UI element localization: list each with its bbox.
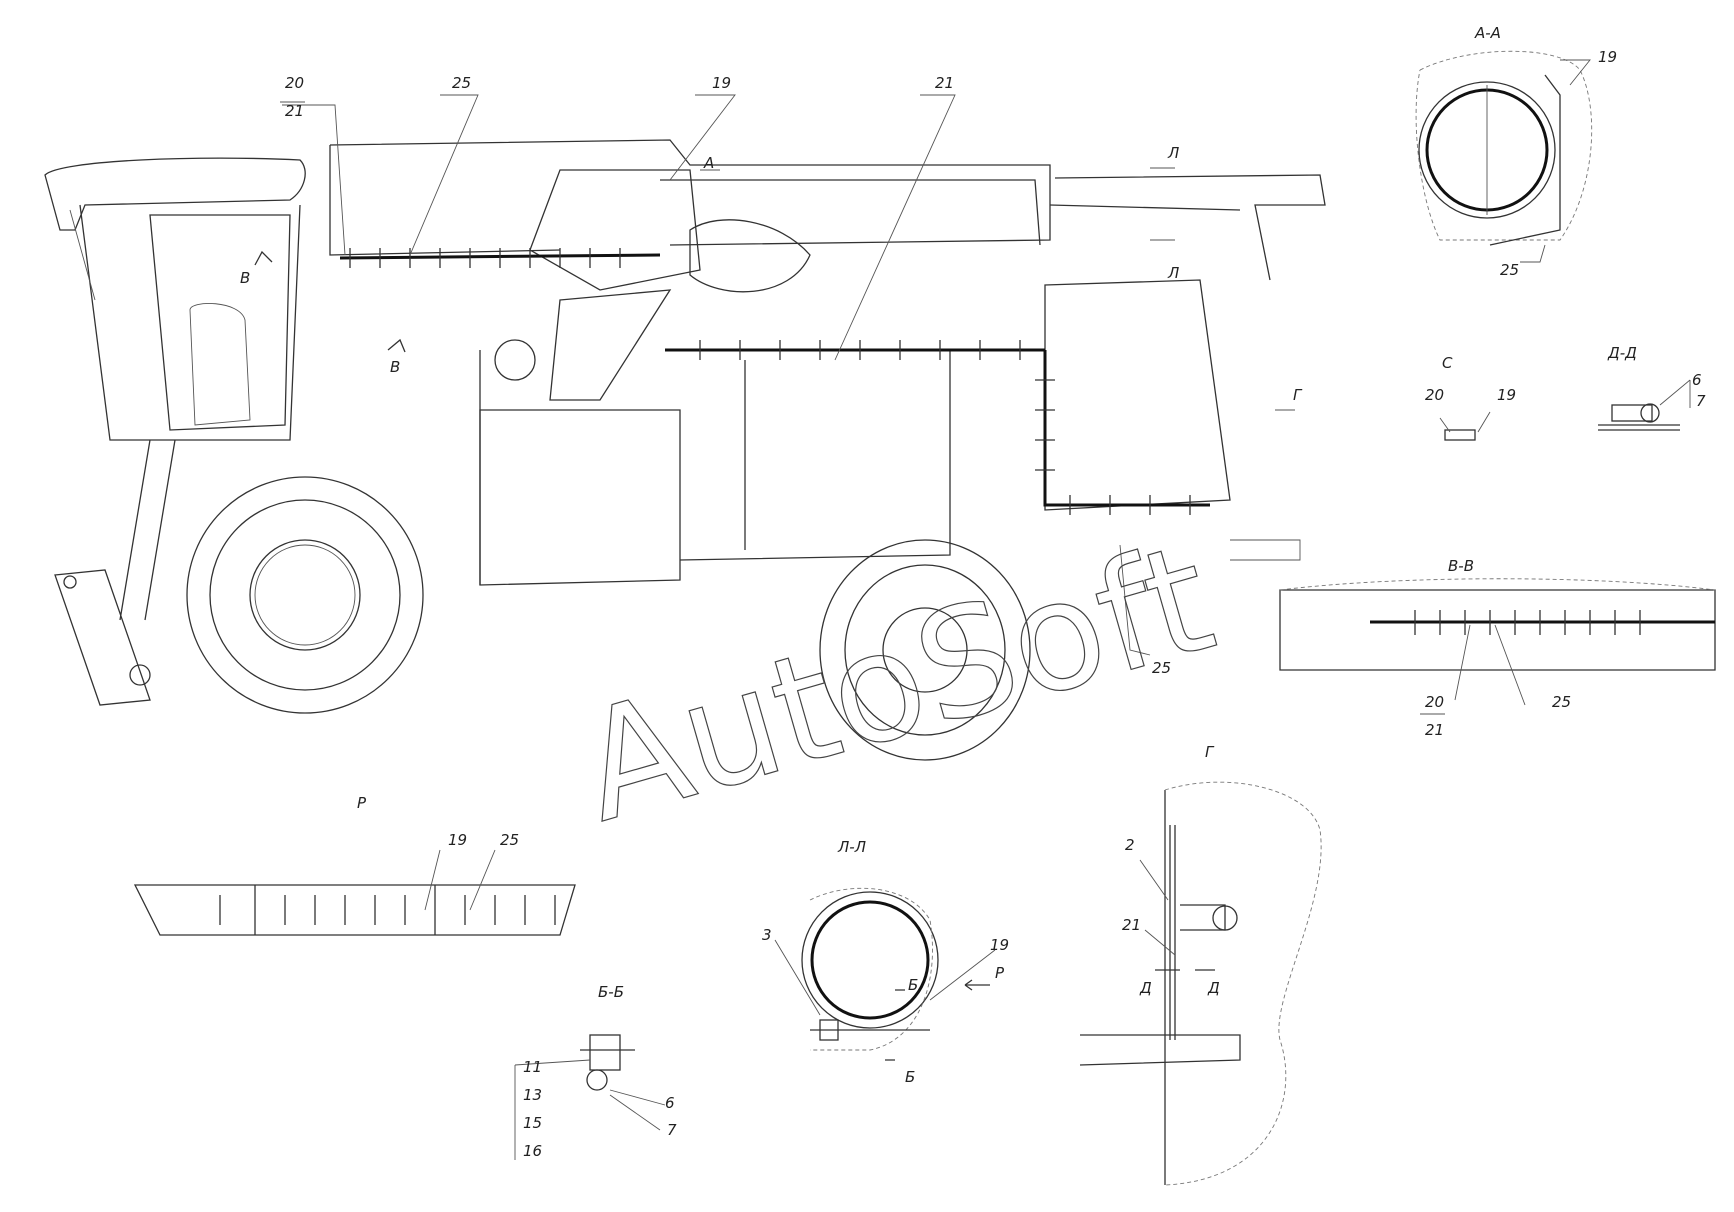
watermark-autosoft: AutoSoft	[563, 511, 1230, 856]
callout-main-20: 20	[285, 74, 304, 92]
section-mark-l-top: Л	[1167, 144, 1179, 162]
view-g-drawing	[1079, 781, 1322, 1186]
callout-vv-25: 25	[1552, 693, 1571, 711]
view-dd-drawing	[1598, 379, 1691, 431]
callout-dd-7: 7	[1696, 392, 1706, 410]
view-p-drawing	[133, 849, 576, 936]
callout-g-2: 2	[1125, 836, 1135, 854]
view-title-dd: Д-Д	[1607, 344, 1637, 362]
callout-vv-20: 20	[1425, 693, 1444, 711]
callout-main-25: 25	[452, 74, 471, 92]
harness-ties	[349, 248, 1191, 515]
combine-side-view	[44, 94, 1326, 761]
callout-main-19: 19	[712, 74, 731, 92]
view-ll-drawing	[774, 887, 996, 1061]
view-aa-drawing	[1415, 50, 1593, 263]
section-mark-a: А	[703, 154, 714, 172]
section-mark-l-bottom: Л	[1167, 264, 1179, 282]
callout-dd-6: 6	[1692, 371, 1702, 389]
callout-c-19: 19	[1497, 386, 1516, 404]
view-vv-drawing	[1279, 578, 1716, 706]
callout-vv-21: 21	[1425, 721, 1444, 739]
callout-bb-7: 7	[667, 1121, 677, 1139]
callout-g-21: 21	[1122, 916, 1141, 934]
view-bb-drawing	[514, 1034, 666, 1160]
callout-main-21: 21	[285, 102, 304, 120]
section-mark-d-left: Д	[1139, 979, 1152, 997]
view-title-ll: Л-Л	[837, 838, 866, 856]
view-title-g: Г	[1205, 743, 1215, 761]
callout-bb-6: 6	[665, 1094, 675, 1112]
section-mark-g: Г	[1293, 386, 1303, 404]
callout-bb-11: 11	[523, 1058, 542, 1076]
section-mark-d-right: Д	[1207, 979, 1220, 997]
callout-aa-25: 25	[1500, 261, 1519, 279]
callout-main-25b: 25	[1152, 659, 1171, 677]
callout-p-25: 25	[500, 831, 519, 849]
view-title-c: С	[1442, 354, 1453, 372]
rear-wheel	[819, 539, 1031, 761]
callout-bb-15: 15	[523, 1114, 542, 1132]
section-mark-p: Р	[995, 964, 1005, 982]
callout-p-19: 19	[448, 831, 467, 849]
section-mark-b-bottom: Б	[905, 1068, 915, 1086]
view-c-drawing	[1439, 411, 1491, 441]
callout-ll-19: 19	[990, 936, 1009, 954]
callout-bb-16: 16	[523, 1142, 542, 1160]
front-wheel	[186, 476, 424, 714]
section-mark-v: В	[240, 269, 250, 287]
callout-ll-3: 3	[762, 926, 772, 944]
callout-bb-13: 13	[523, 1086, 542, 1104]
callout-c-20: 20	[1425, 386, 1444, 404]
view-title-vv: В-В	[1448, 557, 1474, 575]
callout-aa-19: 19	[1598, 48, 1617, 66]
view-title-bb: Б-Б	[598, 983, 624, 1001]
view-title-aa: А-А	[1474, 24, 1501, 42]
callout-main-21b: 21	[935, 74, 954, 92]
section-mark-v1: В	[390, 358, 400, 376]
section-mark-b-top: Б	[908, 976, 918, 994]
view-title-p: Р	[357, 794, 367, 812]
